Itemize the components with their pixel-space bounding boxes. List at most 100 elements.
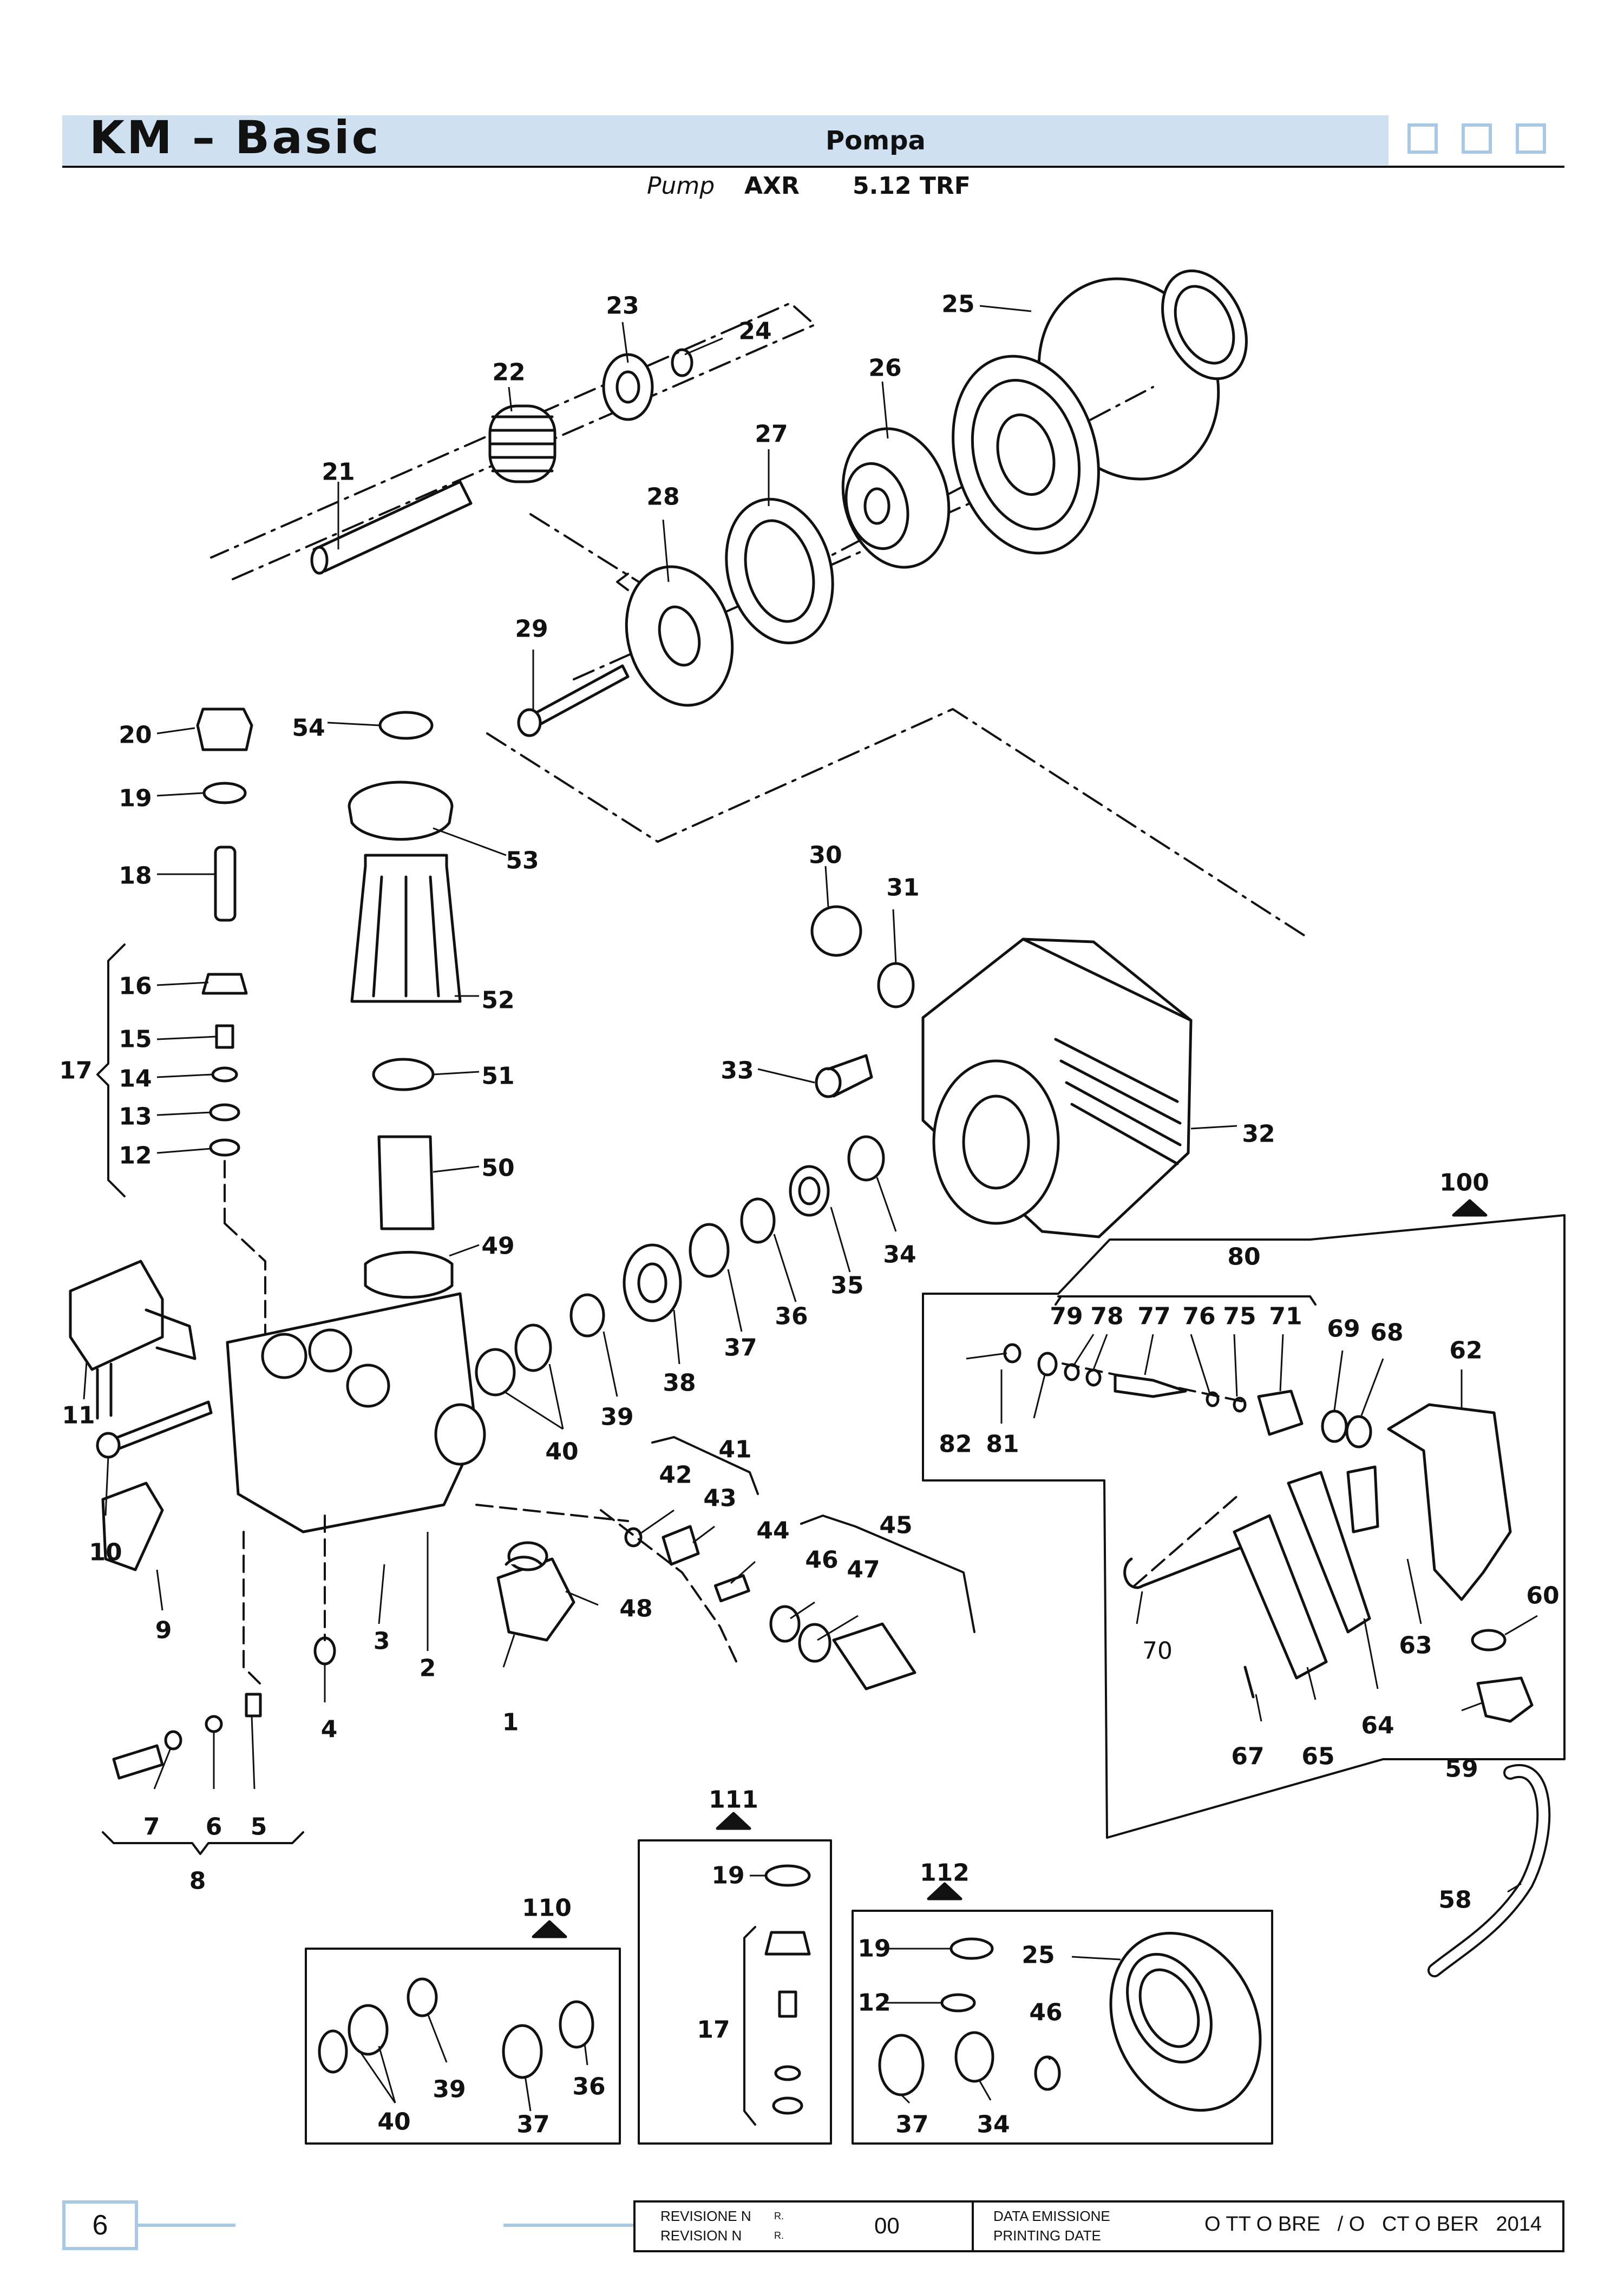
kit112-callout-25: 25 bbox=[1021, 1941, 1055, 1969]
callout-43: 43 bbox=[703, 1484, 737, 1512]
kit111-callout-17: 17 bbox=[697, 2016, 730, 2044]
callout-11: 11 bbox=[62, 1401, 95, 1430]
kit110-callout-36: 36 bbox=[572, 2073, 606, 2101]
page-number: 6 bbox=[62, 2200, 138, 2250]
callout-110: 110 bbox=[522, 1894, 572, 1922]
callout-26: 26 bbox=[868, 354, 902, 382]
callout-24: 24 bbox=[738, 317, 772, 345]
callout-14: 14 bbox=[119, 1065, 152, 1093]
callout-12: 12 bbox=[119, 1142, 152, 1170]
callout-52: 52 bbox=[481, 986, 515, 1014]
date-label-it: DATA EMISSIONE bbox=[993, 2208, 1110, 2224]
callout-68: 68 bbox=[1370, 1319, 1404, 1347]
callout-60: 60 bbox=[1526, 1582, 1560, 1610]
callout-71: 71 bbox=[1269, 1302, 1302, 1330]
callout-42: 42 bbox=[659, 1461, 692, 1489]
callout-76: 76 bbox=[1182, 1302, 1216, 1330]
callout-32: 32 bbox=[1242, 1120, 1275, 1148]
callout-63: 63 bbox=[1399, 1631, 1432, 1660]
kit111-callout-19: 19 bbox=[711, 1862, 745, 1890]
callout-17: 17 bbox=[59, 1057, 93, 1085]
footer-divider bbox=[972, 2200, 974, 2252]
revision-label-en: REVISION N bbox=[660, 2227, 742, 2244]
callout-47: 47 bbox=[847, 1556, 880, 1584]
callout-3: 3 bbox=[373, 1627, 390, 1655]
kit112-callout-46: 46 bbox=[1029, 1998, 1063, 2027]
header-square-icon bbox=[1516, 123, 1546, 154]
callout-8: 8 bbox=[189, 1867, 206, 1895]
callout-54: 54 bbox=[292, 714, 325, 742]
callout-65: 65 bbox=[1301, 1742, 1335, 1771]
subtitle-model-code: 5.12 TRF bbox=[853, 172, 971, 200]
callout-82: 82 bbox=[939, 1430, 972, 1458]
callout-28: 28 bbox=[646, 483, 680, 511]
callout-40: 40 bbox=[545, 1438, 579, 1466]
callout-59: 59 bbox=[1445, 1755, 1478, 1783]
revision-suffix: R. bbox=[774, 2211, 784, 2221]
subtitle-model: AXR bbox=[744, 172, 800, 200]
header-bar bbox=[62, 115, 1389, 165]
printing-date-value: O TT O BRE / O CT O BER 2014 bbox=[1204, 2213, 1542, 2236]
callout-50: 50 bbox=[481, 1154, 515, 1182]
callout-81: 81 bbox=[986, 1430, 1019, 1458]
callout-78: 78 bbox=[1090, 1302, 1124, 1330]
callout-31: 31 bbox=[886, 874, 920, 902]
section-title: Pompa bbox=[826, 126, 926, 156]
callout-38: 38 bbox=[663, 1369, 696, 1397]
callout-45: 45 bbox=[879, 1511, 913, 1539]
subtitle-pump: Pump bbox=[647, 172, 715, 200]
callout-79: 79 bbox=[1050, 1302, 1083, 1330]
callout-58: 58 bbox=[1438, 1886, 1472, 1914]
callout-69: 69 bbox=[1327, 1315, 1360, 1343]
header-square-icon bbox=[1462, 123, 1492, 154]
callout-22: 22 bbox=[492, 358, 526, 386]
callout-75: 75 bbox=[1223, 1302, 1256, 1330]
callout-44: 44 bbox=[756, 1517, 790, 1545]
callout-37: 37 bbox=[724, 1334, 757, 1362]
callout-62: 62 bbox=[1449, 1336, 1483, 1365]
callout-6: 6 bbox=[205, 1813, 222, 1841]
callout-7: 7 bbox=[143, 1813, 160, 1841]
callout-5: 5 bbox=[250, 1813, 267, 1841]
callout-48: 48 bbox=[619, 1595, 653, 1623]
revision-value: 00 bbox=[874, 2213, 900, 2238]
callout-46: 46 bbox=[805, 1546, 839, 1574]
kit110-callout-37: 37 bbox=[516, 2111, 550, 2139]
revision-suffix: R. bbox=[774, 2230, 784, 2241]
header-rule bbox=[62, 166, 1564, 168]
callout-23: 23 bbox=[606, 292, 639, 320]
callout-25: 25 bbox=[941, 290, 975, 318]
kit112-callout-12: 12 bbox=[857, 1989, 891, 2017]
callout-27: 27 bbox=[755, 420, 788, 448]
callout-41: 41 bbox=[718, 1436, 752, 1464]
callout-29: 29 bbox=[515, 615, 548, 643]
header-square-icon bbox=[1407, 123, 1438, 154]
revision-label-it: REVISIONE N bbox=[660, 2208, 751, 2224]
callout-9: 9 bbox=[155, 1616, 172, 1644]
callout-4: 4 bbox=[320, 1715, 338, 1744]
callout-35: 35 bbox=[830, 1271, 864, 1300]
kit112-callout-19: 19 bbox=[857, 1935, 891, 1963]
callout-10: 10 bbox=[89, 1538, 122, 1567]
callout-33: 33 bbox=[721, 1057, 754, 1085]
callout-51: 51 bbox=[481, 1062, 515, 1090]
callout-112: 112 bbox=[920, 1859, 970, 1887]
callout-16: 16 bbox=[119, 972, 152, 1000]
kit112-callout-37: 37 bbox=[895, 2111, 929, 2139]
kit112-callout-34: 34 bbox=[977, 2111, 1010, 2139]
footer-rule bbox=[138, 2224, 235, 2227]
callout-39: 39 bbox=[600, 1403, 634, 1431]
brand-title: KM – Basic bbox=[89, 111, 381, 164]
callout-18: 18 bbox=[119, 862, 152, 890]
callout-49: 49 bbox=[481, 1232, 515, 1260]
footer-revision-table bbox=[633, 2200, 1564, 2252]
callout-77: 77 bbox=[1137, 1302, 1171, 1330]
callout-34: 34 bbox=[883, 1241, 916, 1269]
callout-30: 30 bbox=[809, 841, 842, 869]
callout-111: 111 bbox=[709, 1786, 758, 1814]
callout-70: 70 bbox=[1142, 1637, 1173, 1665]
callout-100: 100 bbox=[1439, 1169, 1489, 1197]
callout-80: 80 bbox=[1227, 1243, 1261, 1271]
callout-53: 53 bbox=[506, 847, 539, 875]
